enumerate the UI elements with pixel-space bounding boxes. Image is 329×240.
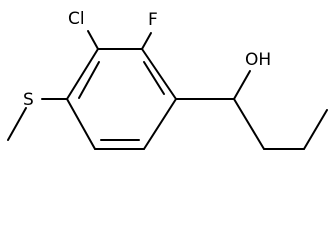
ring-bond-c6-c1: [66, 48, 99, 100]
bond-ch2-to-ch3: [303, 109, 328, 150]
benzene-ring: [66, 48, 177, 150]
bond-s-to-methyl: [7, 107, 27, 141]
ring-bond-c2-c3: [141, 48, 177, 100]
ring-bond-c3-c4: [143, 98, 177, 150]
atom-label-fluorine: F: [148, 10, 158, 30]
atom-label-hydroxyl: OH: [245, 50, 271, 70]
bond-ring-to-f: [141, 32, 152, 50]
atom-label-chlorine: Cl: [68, 9, 85, 29]
bond-ring-to-cl: [87, 30, 99, 50]
bond-carbinol-to-ch2: [233, 98, 265, 150]
bond-carbinol-to-oh: [233, 70, 251, 100]
ring-bond-c5-c6: [66, 98, 96, 150]
atom-label-sulfur: S: [23, 90, 34, 110]
molecule-structure: Cl F S OH: [7, 9, 328, 150]
ring-double-bond-c2-c3: [143, 61, 165, 95]
ring-double-bond-c6-c1: [78, 61, 100, 99]
